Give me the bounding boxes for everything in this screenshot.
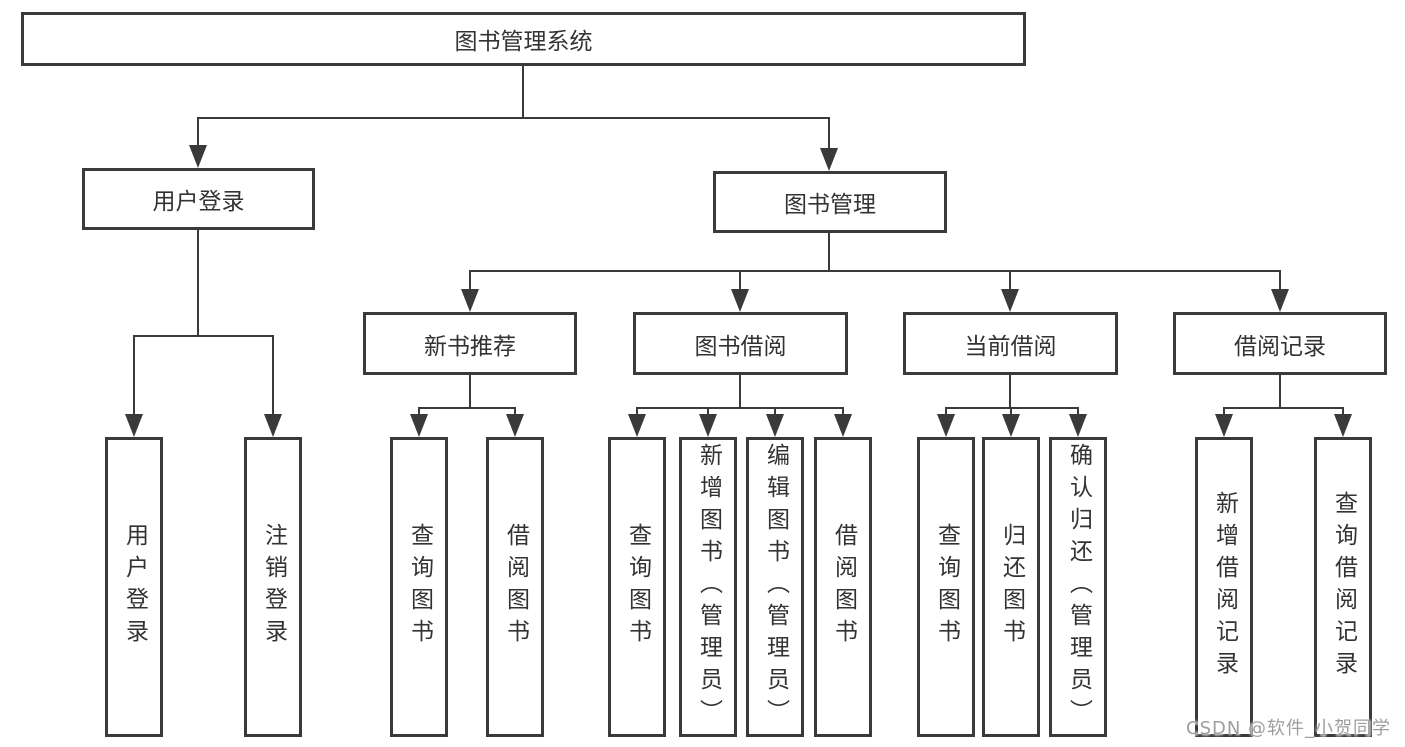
arrowhead-down-icon	[1002, 414, 1020, 437]
arrowhead-down-icon	[1001, 289, 1019, 312]
node-label: 图书借阅	[694, 333, 787, 360]
node-label: 借阅记录	[1234, 333, 1326, 360]
leaf-query-borrow-record: 查询借阅记录	[1314, 437, 1372, 737]
connector-line	[636, 407, 638, 417]
connector-line	[945, 407, 947, 417]
connector-line	[1077, 407, 1079, 417]
leaf-edit-book-admin: 编辑图书（管理员）	[746, 437, 804, 737]
arrowhead-down-icon	[766, 414, 784, 437]
connector-line	[1009, 374, 1011, 408]
node-label: 新书推荐	[424, 333, 516, 360]
connector-line	[1223, 407, 1225, 417]
arrowhead-down-icon	[125, 414, 143, 437]
arrowhead-down-icon	[937, 414, 955, 437]
node-label: 当前借阅	[964, 333, 1057, 360]
connector-line	[774, 407, 776, 417]
leaf-query-books: 查询图书	[390, 437, 448, 737]
leaf-user-login: 用户登录	[105, 437, 163, 737]
leaf-label: 借阅图书	[830, 523, 857, 651]
connector-line	[469, 270, 1281, 272]
connector-line	[272, 335, 274, 416]
arrowhead-down-icon	[1334, 414, 1352, 437]
leaf-label: 查询图书	[406, 523, 433, 651]
leaf-add-borrow-record: 新增借阅记录	[1195, 437, 1253, 737]
connector-line	[522, 65, 524, 118]
node-borrow-records: 借阅记录	[1173, 312, 1387, 375]
watermark: CSDN @软件_小贺同学	[1186, 718, 1392, 739]
leaf-query-books: 查询图书	[917, 437, 975, 737]
connector-line	[1223, 407, 1344, 409]
leaf-label: 确认归还（管理员）	[1065, 443, 1092, 731]
leaf-borrow-books: 借阅图书	[814, 437, 872, 737]
leaf-label: 注销登录	[260, 523, 287, 651]
leaf-label: 新增借阅记录	[1211, 491, 1238, 683]
connector-line	[945, 407, 1079, 409]
arrowhead-down-icon	[820, 148, 838, 171]
connector-line	[842, 407, 844, 417]
arrowhead-down-icon	[506, 414, 524, 437]
leaf-return-books: 归还图书	[982, 437, 1040, 737]
arrowhead-down-icon	[189, 145, 207, 168]
arrowhead-down-icon	[1215, 414, 1233, 437]
node-label: 图书管理	[784, 192, 876, 218]
arrowhead-down-icon	[264, 414, 282, 437]
connector-line	[739, 270, 741, 292]
connector-line	[828, 233, 830, 271]
connector-line	[469, 374, 471, 408]
node-library-management-system: 图书管理系统	[21, 12, 1026, 66]
arrowhead-down-icon	[461, 289, 479, 312]
arrowhead-down-icon	[731, 289, 749, 312]
connector-line	[133, 335, 135, 416]
connector-line	[133, 335, 274, 337]
connector-line	[469, 270, 471, 292]
leaf-label: 查询图书	[933, 523, 960, 651]
arrowhead-down-icon	[1069, 414, 1087, 437]
connector-line	[197, 117, 199, 148]
connector-line	[1279, 270, 1281, 292]
connector-line	[828, 117, 830, 150]
arrowhead-down-icon	[699, 414, 717, 437]
leaf-borrow-books: 借阅图书	[486, 437, 544, 737]
connector-line	[418, 407, 516, 409]
arrowhead-down-icon	[410, 414, 428, 437]
connector-line	[418, 407, 420, 417]
connector-line	[636, 407, 844, 409]
leaf-label: 查询借阅记录	[1330, 491, 1357, 683]
leaf-confirm-return-admin: 确认归还（管理员）	[1049, 437, 1107, 737]
leaf-label: 查询图书	[624, 523, 651, 651]
node-user-login: 用户登录	[82, 168, 315, 230]
node-current-borrow: 当前借阅	[903, 312, 1118, 375]
leaf-logout-login: 注销登录	[244, 437, 302, 737]
leaf-label: 借阅图书	[502, 523, 529, 651]
node-book-borrow: 图书借阅	[633, 312, 848, 375]
connector-line	[707, 407, 709, 417]
leaf-add-book-admin: 新增图书（管理员）	[679, 437, 737, 737]
connector-line	[739, 374, 741, 408]
connector-line	[197, 229, 199, 335]
arrowhead-down-icon	[834, 414, 852, 437]
arrowhead-down-icon	[628, 414, 646, 437]
connector-line	[1010, 407, 1012, 417]
connector-line	[1009, 270, 1011, 292]
connector-line	[1342, 407, 1344, 417]
leaf-query-books: 查询图书	[608, 437, 666, 737]
node-label: 用户登录	[152, 189, 245, 215]
node-label: 图书管理系统	[454, 29, 593, 55]
connector-line	[514, 407, 516, 417]
connector-line	[1279, 374, 1281, 408]
connector-line	[197, 117, 830, 119]
leaf-label: 用户登录	[121, 523, 148, 651]
node-book-management: 图书管理	[713, 171, 947, 233]
leaf-label: 归还图书	[998, 523, 1025, 651]
node-new-book-recommend: 新书推荐	[363, 312, 577, 375]
leaf-label: 编辑图书（管理员）	[762, 443, 789, 731]
arrowhead-down-icon	[1271, 289, 1289, 312]
leaf-label: 新增图书（管理员）	[695, 443, 722, 731]
